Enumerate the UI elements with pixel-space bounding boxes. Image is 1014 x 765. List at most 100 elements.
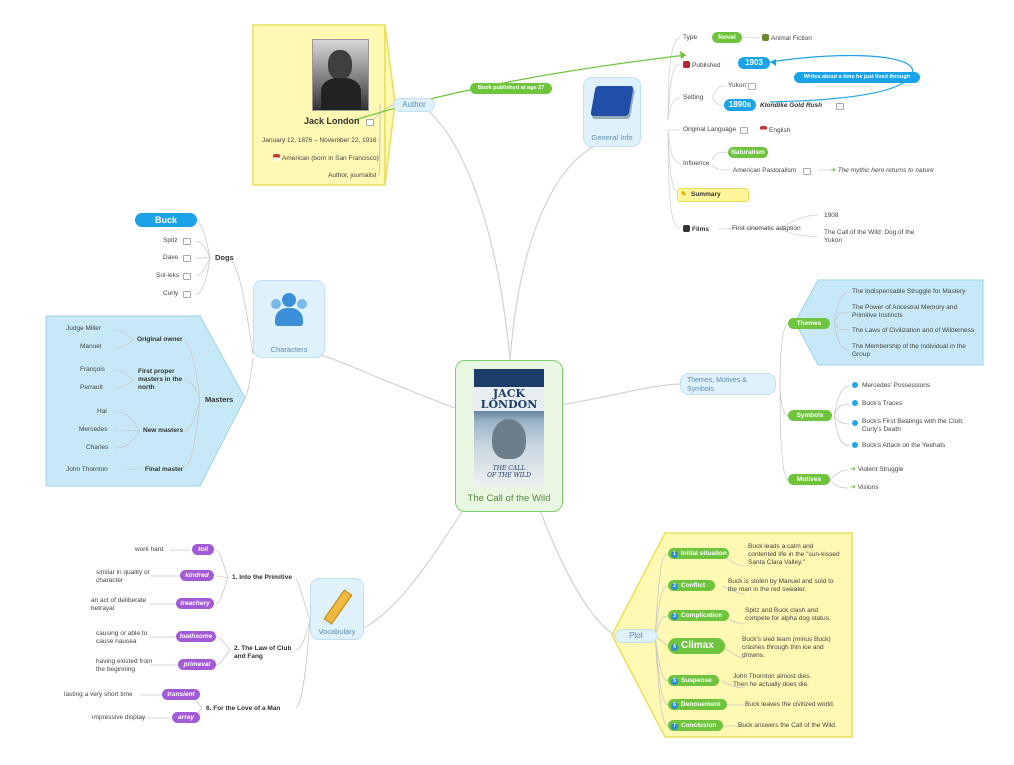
symbols-label[interactable]: Symbols	[788, 410, 832, 421]
plot-stage-6-label: Denouement	[681, 701, 721, 708]
motive-2: ➜ Visions	[850, 484, 879, 492]
note-icon[interactable]	[740, 127, 748, 134]
plot-stage-1-label: Initial situation	[681, 550, 727, 557]
dog-spitz: Spitz	[163, 237, 178, 244]
us-flag-icon	[760, 126, 767, 133]
influence-naturalism[interactable]: Naturalism	[728, 147, 768, 158]
owner-judge-miller: Judge Miller	[66, 325, 102, 332]
word-loathsome[interactable]: loathsome	[176, 631, 216, 642]
films-label: Films	[683, 225, 709, 234]
themes-node[interactable]: Themes, Motives & Symbols	[680, 373, 776, 395]
type-value[interactable]: Novel	[712, 32, 742, 43]
plot-node[interactable]: Plot	[615, 629, 657, 643]
author-name: Jack London	[304, 116, 360, 126]
def-primeval: having existed from the beginning	[96, 658, 153, 673]
language-value: English	[760, 126, 790, 135]
central-node[interactable]: JACK LONDON THE CALL OF THE WILD The Cal…	[455, 360, 563, 512]
author-note-pill[interactable]: Book published at age 27	[470, 83, 552, 94]
word-primeval[interactable]: primeval	[178, 659, 216, 670]
author-node[interactable]: Author	[393, 98, 435, 112]
book-icon	[590, 86, 634, 116]
themes-panel	[794, 279, 984, 366]
summary-label: Summary	[691, 191, 721, 198]
master-hal: Hal	[97, 408, 107, 415]
plot-node-label: Plot	[629, 631, 643, 640]
arrow-icon: ➜	[850, 484, 856, 491]
word-treachery[interactable]: treachery	[176, 598, 214, 609]
plot-stage-2-label: Conflict	[681, 582, 706, 589]
buck[interactable]: Buck	[135, 213, 197, 227]
author-dates: January 12, 1876 – November 22, 1916	[262, 137, 377, 144]
word-kindred[interactable]: kindred	[180, 570, 214, 581]
plot-text-3: Spitz and Buck clash and compete for alp…	[745, 607, 831, 622]
original-owner-label: Original owner	[137, 336, 183, 343]
note-icon[interactable]	[183, 255, 191, 262]
published-year[interactable]: 1903	[738, 57, 770, 69]
masters-panel	[45, 315, 246, 487]
plot-stage-3-label: Complication	[681, 612, 723, 619]
symbol-dot-icon	[852, 442, 858, 448]
note-icon[interactable]	[366, 119, 374, 126]
def-array: impressive display	[92, 714, 146, 721]
symbol-1: Mercedes' Possessions	[862, 382, 931, 389]
new-masters-label: New masters	[143, 427, 184, 434]
word-transient[interactable]: transient	[162, 689, 200, 700]
note-icon[interactable]	[803, 168, 811, 175]
word-array[interactable]: array	[172, 712, 200, 723]
symbol-3: Buck's First Beatings with the Club; Cur…	[862, 418, 964, 433]
vocabulary-node[interactable]: Vocabulary	[310, 578, 364, 640]
us-flag-icon	[273, 154, 280, 161]
master-francois: François	[80, 366, 105, 373]
motives-label[interactable]: Motives	[788, 474, 830, 485]
plot-stage-5-label: Suspense	[681, 677, 712, 684]
first-masters-label: First proper masters in the north	[138, 368, 183, 391]
general-info-label: General Info	[591, 133, 633, 142]
dog-curly: Curly	[163, 290, 179, 297]
note-icon[interactable]	[183, 291, 191, 298]
symbol-2: Buck's Traces	[862, 400, 903, 407]
master-john-thornton: John Thornton	[66, 466, 108, 473]
author-occupation: Author, journalist	[328, 172, 377, 179]
def-transient: lasting a very short time	[64, 691, 133, 698]
type-label: Type	[683, 34, 698, 41]
type-genre-text: Animal Fiction	[771, 35, 812, 42]
chapter-6: 6. For the Love of a Man	[206, 705, 281, 712]
book-cover-author: JACK LONDON	[474, 387, 544, 411]
theme-1: The Indispensable Struggle for Mastery	[852, 288, 966, 295]
chapter-2: 2. The Law of Club and Fang	[234, 645, 292, 660]
summary-pill[interactable]: ✎ Summary	[677, 188, 749, 202]
motive-1-text: Violent Struggle	[857, 466, 904, 473]
characters-node[interactable]: Characters	[253, 280, 325, 358]
themes-label[interactable]: Themes	[788, 318, 830, 329]
def-kindred: similar in quality or character	[96, 569, 150, 584]
note-icon[interactable]	[183, 273, 191, 280]
author-nationality-text: American (born in San Francisco)	[282, 155, 379, 162]
vocabulary-label: Vocabulary	[318, 627, 356, 636]
general-info-node[interactable]: General Info	[583, 77, 641, 147]
symbol-4: Buck's Attack on the Yeehats	[862, 442, 946, 449]
published-note[interactable]: Writes about a time he just lived throug…	[794, 72, 920, 83]
wolf-image	[492, 419, 526, 459]
note-icon[interactable]	[748, 83, 756, 90]
theme-2: The Power of Ancestral Memory and Primit…	[852, 304, 958, 319]
book-small-icon	[683, 61, 690, 68]
dogs-label: Dogs	[215, 253, 234, 262]
note-icon[interactable]	[836, 103, 844, 110]
plot-text-6: Buck leaves the civilized world.	[745, 701, 835, 708]
masters-label: Masters	[205, 395, 234, 404]
master-perrault: Perrault	[80, 384, 103, 391]
setting-place: Yukon	[728, 82, 747, 89]
setting-time[interactable]: 1890s	[724, 99, 756, 111]
note-icon[interactable]	[183, 238, 191, 245]
word-toil[interactable]: toil	[192, 544, 214, 555]
central-title: The Call of the Wild	[467, 493, 551, 504]
plot-text-2: Buck is stolen by Manuel and sold to the…	[728, 578, 834, 593]
